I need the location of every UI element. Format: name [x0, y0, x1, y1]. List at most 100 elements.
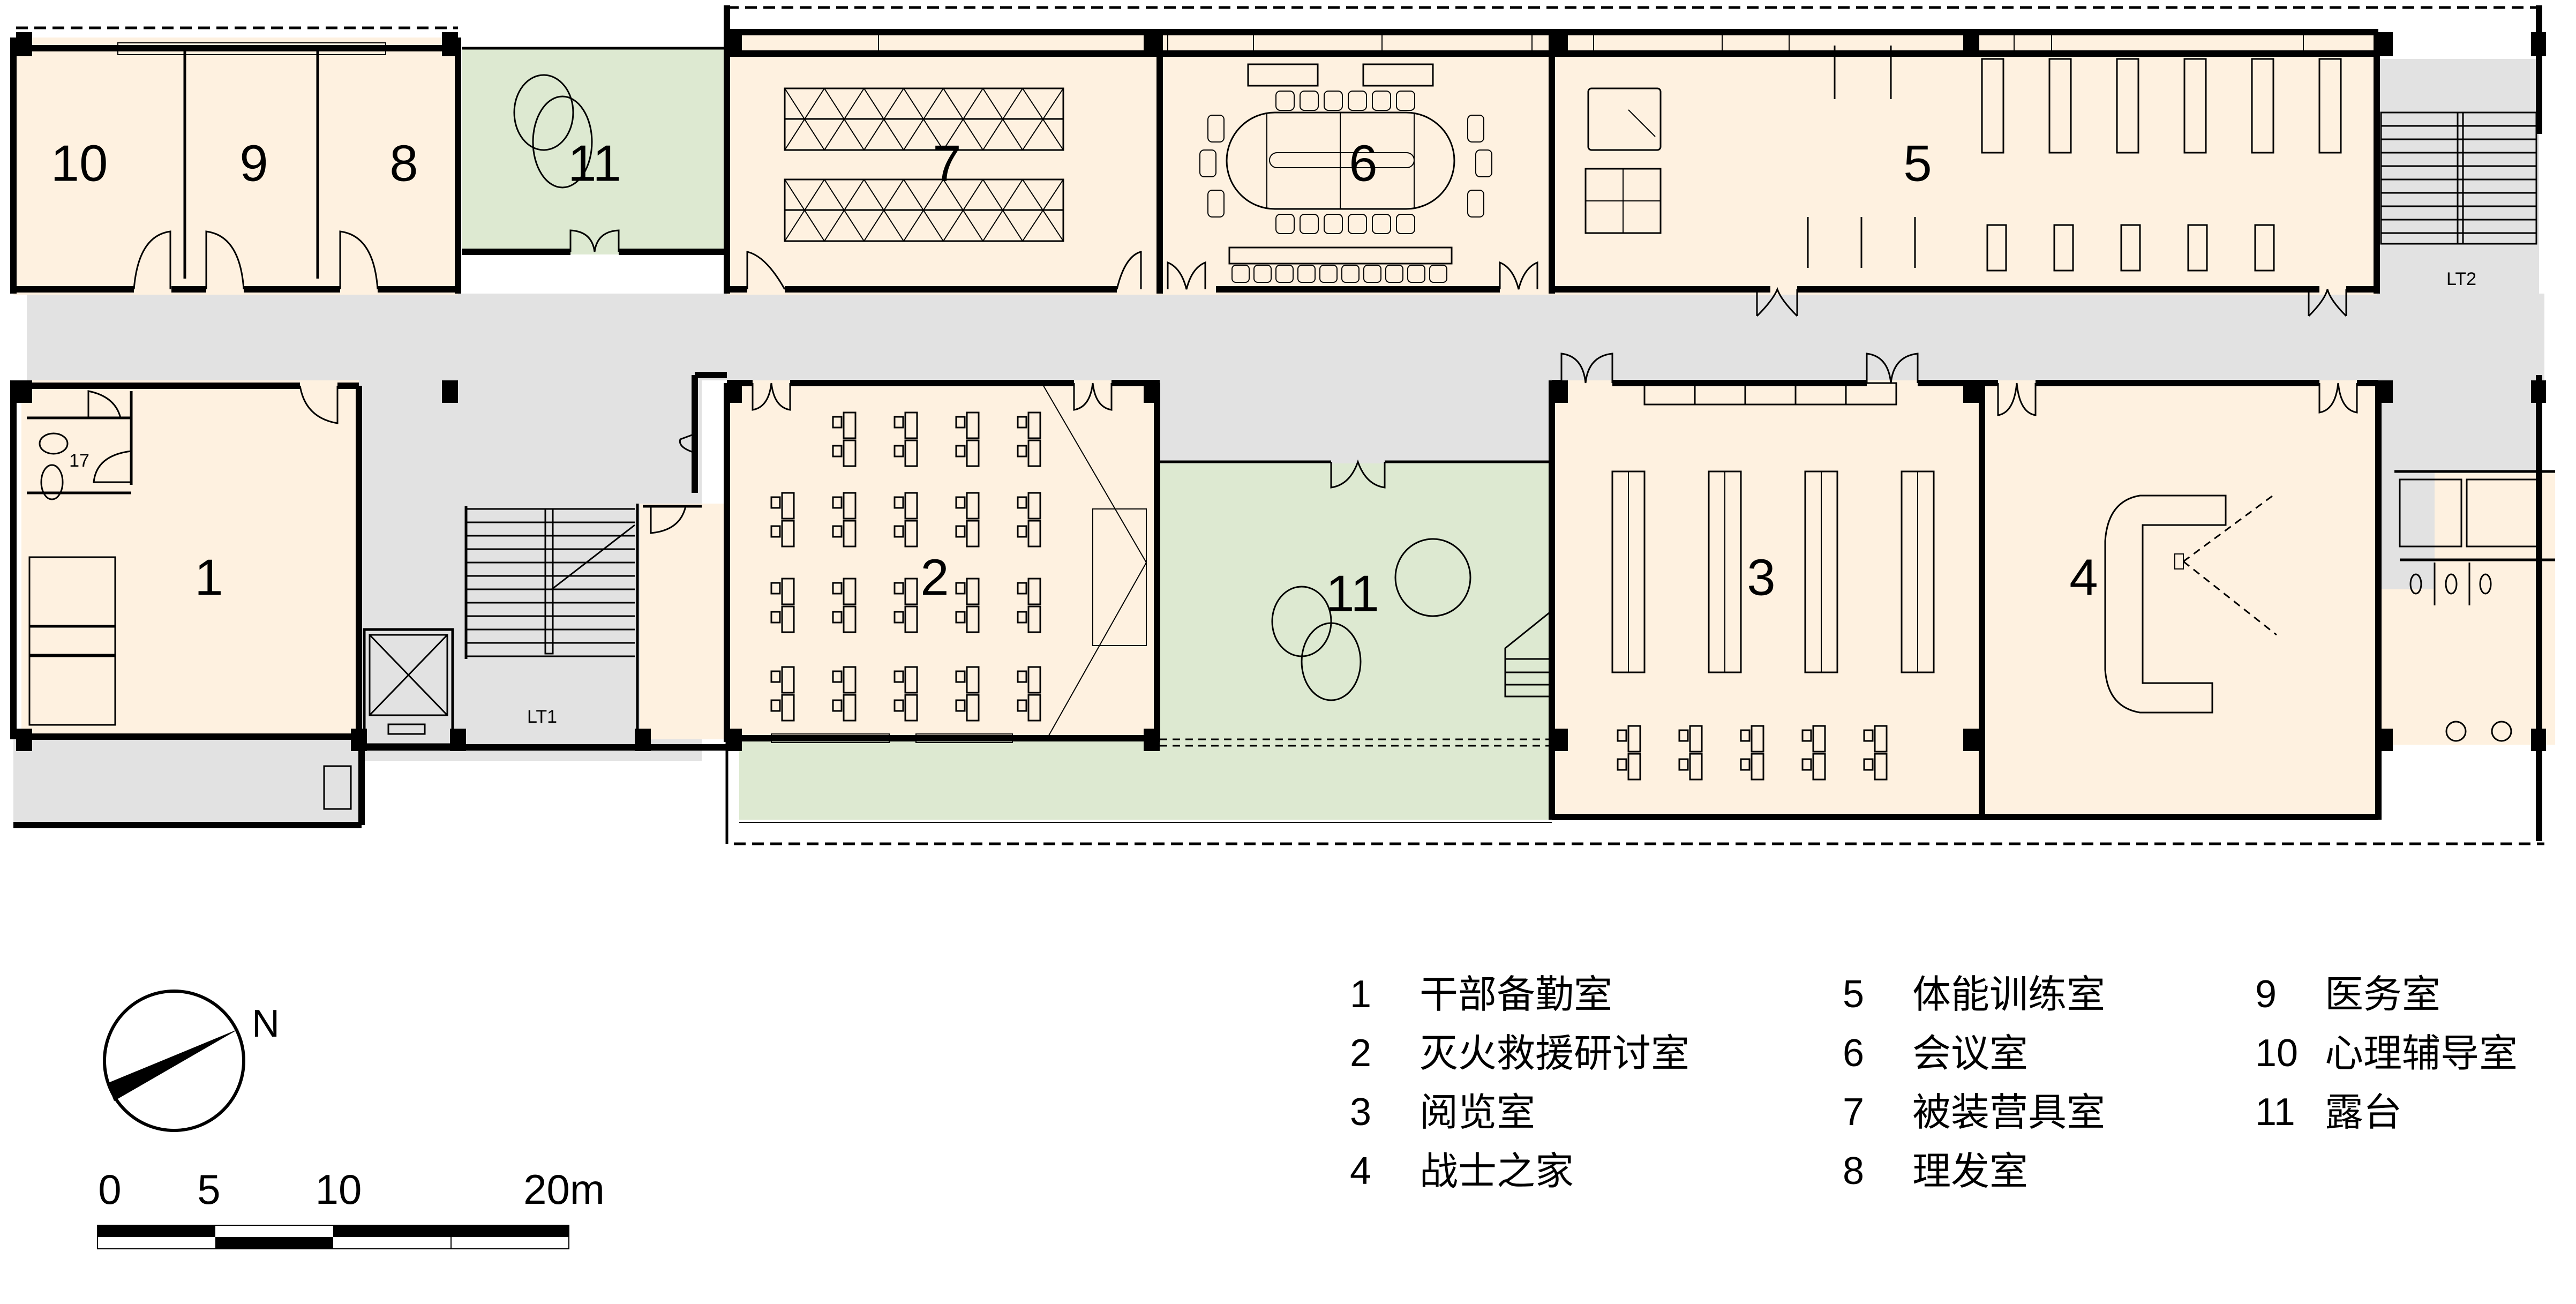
desk-icon — [1017, 416, 1027, 429]
chair-icon — [1396, 214, 1415, 234]
desk-icon — [843, 694, 857, 722]
desk-icon — [955, 699, 966, 712]
scale-labels: 0 5 10 20m — [0, 1165, 643, 1219]
desk-icon — [1027, 694, 1041, 722]
desk-icon — [1678, 729, 1689, 742]
desk-icon — [781, 605, 795, 633]
desk-icon — [1017, 699, 1027, 712]
scale-label-5: 5 — [197, 1166, 221, 1213]
desk-icon — [893, 416, 904, 429]
desk-icon — [966, 439, 980, 467]
desk-icon — [1812, 753, 1826, 781]
desk-icon — [1017, 445, 1027, 458]
desk-icon — [966, 411, 980, 439]
desk-icon — [1863, 758, 1874, 771]
desk-icon — [1017, 496, 1027, 509]
label-wc-tag: 17 — [69, 451, 89, 471]
desk-icon — [955, 445, 966, 458]
desk-icon — [770, 611, 781, 624]
room-7-fill — [727, 35, 1160, 295]
room-4-fill — [1982, 380, 2378, 820]
desk-icon — [1027, 520, 1041, 548]
desk-icon — [904, 605, 918, 633]
chair-icon — [1385, 265, 1403, 283]
room-6-fill — [1160, 35, 1552, 295]
desk-icon — [781, 666, 795, 694]
stair-lt2 — [2380, 111, 2537, 245]
desk-icon — [966, 694, 980, 722]
storage-rack-upper — [784, 87, 1064, 151]
chair-icon — [1324, 214, 1343, 234]
room-number-3: 3 — [1747, 549, 1775, 606]
desk-icon — [1017, 670, 1027, 683]
desk-icon — [904, 666, 918, 694]
desk-icon — [1740, 758, 1751, 771]
chair-icon — [1429, 265, 1447, 283]
chair-icon — [1396, 91, 1415, 111]
desk-icon — [1678, 758, 1689, 771]
desk-icon — [893, 611, 904, 624]
desk-icon — [1874, 725, 1888, 753]
desk-icon — [843, 666, 857, 694]
chair-icon — [1348, 91, 1367, 111]
chair-icon — [1253, 265, 1272, 283]
corridor — [27, 294, 2544, 380]
chair-icon — [1207, 115, 1225, 143]
desk-icon — [955, 582, 966, 595]
room-number-1: 1 — [194, 549, 223, 606]
desk-icon — [832, 445, 843, 458]
compass — [103, 990, 245, 1132]
legend-number: 9 — [2255, 973, 2277, 1016]
room-number-7: 7 — [933, 134, 961, 192]
desk-icon — [770, 699, 781, 712]
desk-icon — [904, 520, 918, 548]
room-number-11: 11 — [1326, 565, 1379, 622]
toilet-block-fill — [2378, 589, 2555, 745]
chair-icon — [1348, 214, 1367, 234]
chair-icon — [1372, 214, 1391, 234]
compass-circle — [103, 990, 245, 1132]
legend-label: 露台 — [2325, 1090, 2402, 1135]
legend-number: 7 — [1843, 1091, 1865, 1134]
chair-icon — [1363, 265, 1381, 283]
desk-icon — [893, 670, 904, 683]
desk-icon — [966, 578, 980, 605]
room-10-fill — [13, 38, 185, 295]
room-8-fill — [318, 38, 458, 295]
desk-icon — [904, 492, 918, 520]
legend-label: 理发室 — [1912, 1149, 2029, 1194]
room-number-11: 11 — [568, 134, 621, 192]
label-lt1: LT1 — [527, 707, 557, 727]
desk-icon — [832, 416, 843, 429]
chair-icon — [1319, 265, 1338, 283]
chair-icon — [1275, 265, 1294, 283]
desk-icon — [770, 670, 781, 683]
desk-icon — [904, 578, 918, 605]
balcony-west — [13, 739, 362, 822]
desk-icon — [966, 520, 980, 548]
room-number-9: 9 — [239, 134, 268, 192]
storage-east-fill — [2435, 471, 2555, 589]
fills — [13, 35, 2555, 822]
desk-icon — [1863, 729, 1874, 742]
desk-icon — [966, 492, 980, 520]
scale-bar — [97, 1225, 569, 1249]
legend-number: 10 — [2255, 1032, 2299, 1075]
legend-number: 1 — [1350, 973, 1372, 1016]
legend-label: 医务室 — [2325, 972, 2441, 1017]
storage-rack-lower — [784, 178, 1064, 242]
desk-icon — [781, 492, 795, 520]
desks-room-3 — [1617, 725, 1888, 781]
conference-table — [1226, 63, 1455, 265]
room-5-fill — [1552, 35, 2377, 295]
legend-label: 心理辅导室 — [2325, 1031, 2518, 1076]
desk-icon — [1027, 578, 1041, 605]
desk-icon — [966, 666, 980, 694]
desk-icon — [832, 670, 843, 683]
desk-icon — [843, 439, 857, 467]
